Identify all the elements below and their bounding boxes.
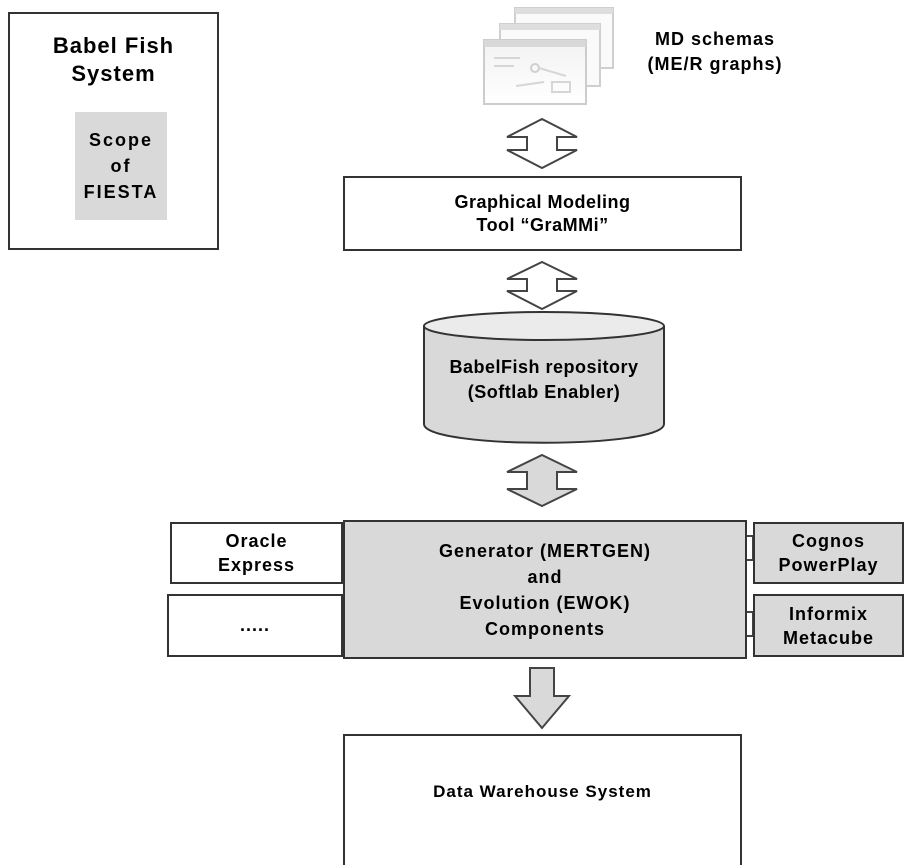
cognos-powerplay-line2: PowerPlay (778, 555, 879, 575)
generator-line1: Generator (MERTGEN) (438, 540, 652, 561)
cognos-powerplay-box: Cognos PowerPlay (753, 522, 904, 584)
double-arrow-repository-generator (506, 453, 578, 508)
other-target-box: ..... (167, 594, 343, 657)
md-schemas-line2: (ME/R graphs) (647, 54, 783, 74)
md-schemas-label: MD schemas (ME/R graphs) (620, 24, 810, 80)
data-warehouse-box: Data Warehouse System (343, 734, 742, 865)
repository-label: BabelFish repository (Softlab Enabler) (424, 350, 664, 410)
cognos-powerplay-line1: Cognos (792, 531, 865, 551)
modeling-tool-line1: Graphical Modeling (454, 191, 631, 212)
other-target-label: ..... (239, 615, 270, 635)
arrow-generator-to-warehouse (512, 667, 572, 730)
scope-line3: FIESTA (83, 182, 159, 202)
modeling-tool-box: Graphical Modeling Tool “GraMMi” (343, 176, 742, 251)
schema-document-front (483, 39, 587, 105)
oracle-express-line2: Express (217, 555, 296, 575)
scope-line1: Scope (88, 130, 154, 150)
repository-cylinder (423, 311, 665, 444)
modeling-tool-line2: Tool “GraMMi” (476, 214, 609, 235)
repository-line2: (Softlab Enabler) (467, 382, 621, 402)
informix-metacube-line2: Metacube (782, 627, 875, 648)
schema-documents-icon (483, 7, 614, 105)
double-arrow-modeling-repository (506, 260, 578, 311)
legend-title: Babel Fish System (8, 30, 219, 90)
informix-metacube-line1: Informix (788, 603, 868, 624)
repository-line1: BabelFish repository (449, 357, 639, 377)
legend-title-line1: Babel Fish (52, 33, 175, 58)
informix-metacube-box: Informix Metacube (753, 594, 904, 657)
oracle-express-box: Oracle Express (170, 522, 343, 584)
scope-of-fiesta-swatch: Scope of FIESTA (75, 112, 167, 220)
generator-line4: Components (485, 618, 605, 639)
generator-box: Generator (MERTGEN) and Evolution (EWOK)… (343, 520, 747, 659)
generator-line3: Evolution (EWOK) (459, 592, 631, 613)
generator-line2: and (527, 566, 563, 587)
md-schemas-line1: MD schemas (654, 29, 776, 49)
legend-title-line2: System (71, 61, 156, 86)
oracle-express-line1: Oracle (225, 531, 288, 551)
double-arrow-schemas-modeling (506, 117, 578, 170)
scope-line2: of (110, 156, 132, 176)
data-warehouse-label: Data Warehouse System (433, 781, 652, 801)
